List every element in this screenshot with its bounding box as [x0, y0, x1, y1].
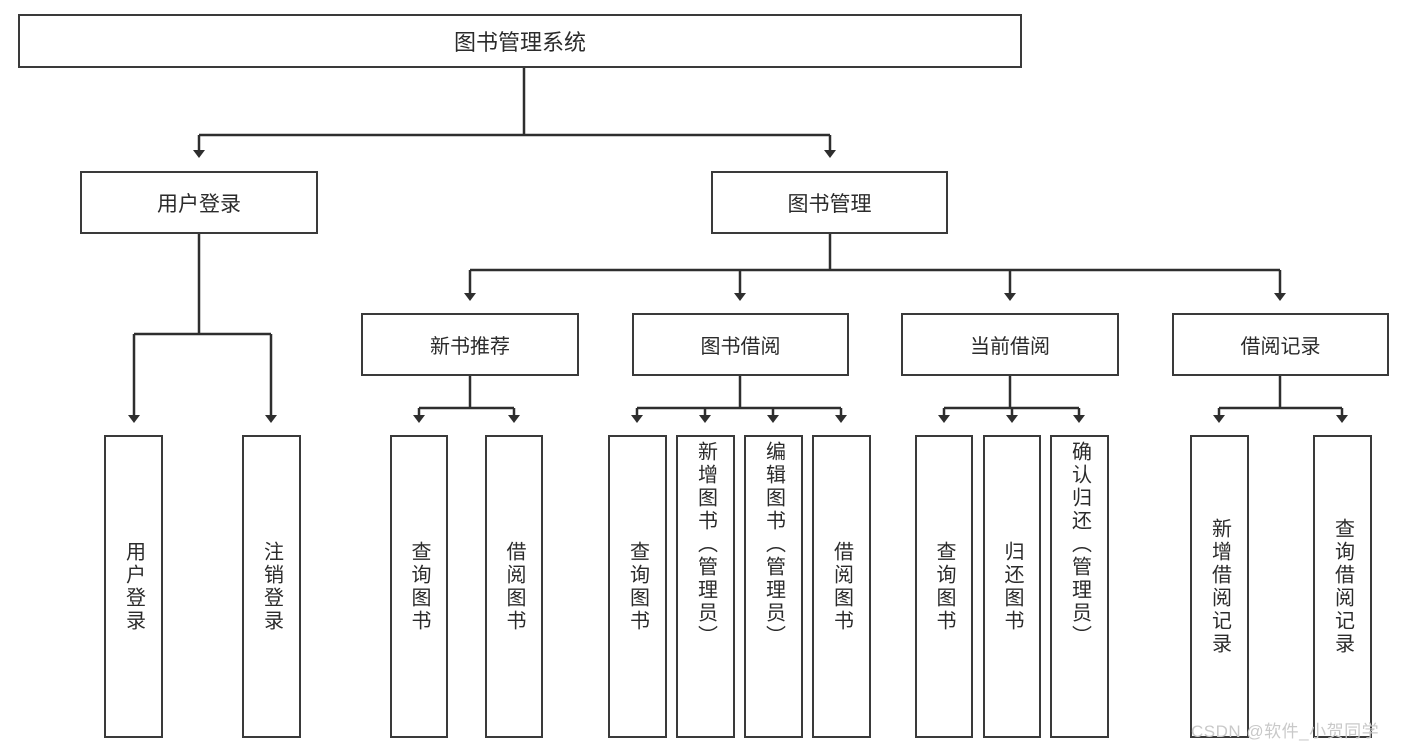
- leaf-user-login-label: 用户登录: [122, 540, 145, 633]
- leaf-return-book[interactable]: 归还图书: [983, 435, 1041, 738]
- node-new-book-recommend-label: 新书推荐: [430, 336, 510, 358]
- node-book-management-label: 图书管理: [787, 192, 872, 216]
- leaf-add-borrow-record-label: 新增借阅记录: [1208, 517, 1231, 656]
- node-root[interactable]: 图书管理系统: [18, 14, 1022, 68]
- node-book-borrow-label: 图书借阅: [700, 336, 781, 358]
- leaf-borrow-book-newbook[interactable]: 借阅图书: [485, 435, 543, 738]
- leaf-user-login[interactable]: 用户登录: [104, 435, 163, 738]
- node-user-login-label: 用户登录: [157, 192, 241, 216]
- leaf-confirm-return-admin-label: 确认归还（管理员）: [1068, 441, 1091, 648]
- node-current-borrow[interactable]: 当前借阅: [901, 313, 1119, 376]
- leaf-confirm-return-admin[interactable]: 确认归还（管理员）: [1050, 435, 1109, 738]
- node-current-borrow-label: 当前借阅: [970, 336, 1050, 358]
- leaf-query-borrow-record-label: 查询借阅记录: [1331, 517, 1354, 656]
- leaf-logout-login-label: 注销登录: [260, 540, 283, 633]
- node-borrow-records-label: 借阅记录: [1240, 336, 1321, 358]
- leaf-borrow-book-label: 借阅图书: [830, 540, 853, 633]
- leaf-query-book-current-label: 查询图书: [933, 540, 955, 633]
- node-new-book-recommend[interactable]: 新书推荐: [361, 313, 579, 376]
- leaf-edit-book-admin[interactable]: 编辑图书（管理员）: [744, 435, 803, 738]
- leaf-add-book-admin-label: 新增图书（管理员）: [694, 441, 717, 648]
- node-book-borrow[interactable]: 图书借阅: [632, 313, 849, 376]
- leaf-query-book-current[interactable]: 查询图书: [915, 435, 973, 738]
- leaf-return-book-label: 归还图书: [1001, 540, 1023, 633]
- leaf-query-book-newbook[interactable]: 查询图书: [390, 435, 448, 738]
- leaf-query-book-borrow[interactable]: 查询图书: [608, 435, 667, 738]
- leaf-borrow-book-newbook-label: 借阅图书: [503, 540, 525, 633]
- leaf-query-book-newbook-label: 查询图书: [408, 540, 430, 633]
- node-book-management[interactable]: 图书管理: [711, 171, 948, 234]
- leaf-logout-login[interactable]: 注销登录: [242, 435, 301, 738]
- watermark: CSDN @软件_小贺同学: [1191, 722, 1380, 741]
- leaf-add-borrow-record[interactable]: 新增借阅记录: [1190, 435, 1249, 738]
- leaf-query-book-borrow-label: 查询图书: [626, 540, 649, 633]
- node-root-label: 图书管理系统: [453, 30, 586, 55]
- leaf-borrow-book[interactable]: 借阅图书: [812, 435, 871, 738]
- leaf-query-borrow-record[interactable]: 查询借阅记录: [1313, 435, 1372, 738]
- node-user-login[interactable]: 用户登录: [80, 171, 318, 234]
- leaf-edit-book-admin-label: 编辑图书（管理员）: [762, 441, 785, 648]
- node-borrow-records[interactable]: 借阅记录: [1172, 313, 1389, 376]
- leaf-add-book-admin[interactable]: 新增图书（管理员）: [676, 435, 735, 738]
